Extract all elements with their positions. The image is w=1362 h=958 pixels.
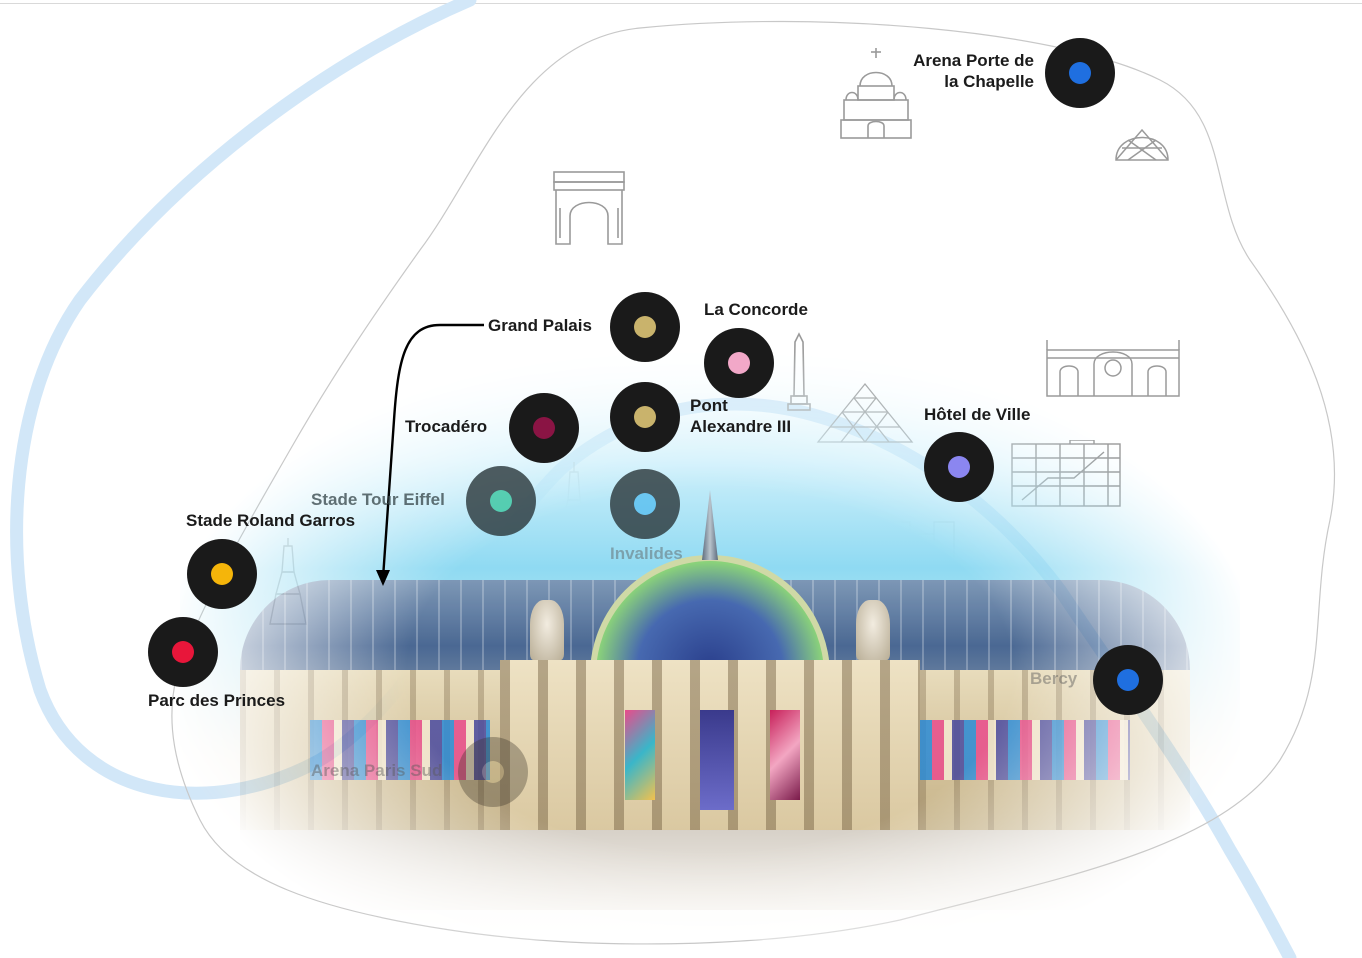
marker-grand-palais[interactable] (610, 292, 680, 362)
label-arena-paris-sud: Arena Paris Sud (311, 761, 443, 780)
top-divider (0, 3, 1362, 4)
label-stade-roland-garros: Stade Roland Garros (186, 511, 356, 530)
marker-core (482, 761, 504, 783)
marker-core (634, 493, 656, 515)
marker-pont-alexandre-iii[interactable] (610, 382, 680, 452)
label-trocadero: Trocadéro (405, 417, 488, 436)
geode-icon (1115, 128, 1169, 161)
marker-core (634, 406, 656, 428)
marker-parc-des-princes[interactable] (148, 617, 218, 687)
label-line: Pont (690, 396, 728, 415)
marker-core (211, 563, 233, 585)
label-la-concorde: La Concorde (704, 300, 808, 319)
label-line: Alexandre III (690, 417, 792, 436)
label-hotel-de-ville: Hôtel de Ville (924, 405, 1031, 424)
arc-de-triomphe-icon (553, 171, 625, 245)
grand-palais-photo (180, 340, 1240, 940)
sacre-coeur-icon (840, 48, 912, 139)
arrow-head (376, 570, 390, 586)
marker-core (490, 490, 512, 512)
label-line: Arena Porte de (913, 51, 1034, 70)
banner-row-left (310, 720, 490, 780)
marker-core (634, 316, 656, 338)
banner (700, 710, 734, 810)
marker-trocadero[interactable] (509, 393, 579, 463)
marker-stade-roland-garros[interactable] (187, 539, 257, 609)
marker-bercy[interactable] (1093, 645, 1163, 715)
marker-hotel-de-ville[interactable] (924, 432, 994, 502)
statue-right (856, 600, 890, 660)
marker-core (1069, 62, 1091, 84)
label-pont-alexandre-iii: Pont Alexandre III (690, 395, 791, 437)
banner (625, 710, 655, 800)
marker-stade-tour-eiffel[interactable] (466, 466, 536, 536)
marker-core (172, 641, 194, 663)
label-line: la Chapelle (944, 72, 1034, 91)
marker-core (948, 456, 970, 478)
arrow-line (381, 323, 484, 579)
label-arena-porte-chapelle: Arena Porte de la Chapelle (870, 50, 1034, 92)
forecourt (240, 830, 1190, 910)
label-parc-des-princes: Parc des Princes (148, 691, 286, 710)
statue-left (530, 600, 564, 660)
label-stade-tour-eiffel: Stade Tour Eiffel (311, 490, 445, 509)
label-bercy: Bercy (1030, 669, 1078, 688)
marker-core (728, 352, 750, 374)
banner-row-right (920, 720, 1130, 780)
marker-arena-paris-sud[interactable] (458, 737, 528, 807)
label-grand-palais: Grand Palais (488, 316, 592, 335)
marker-core (533, 417, 555, 439)
marker-core (1117, 669, 1139, 691)
label-invalides: Invalides (610, 544, 683, 563)
marker-la-concorde[interactable] (704, 328, 774, 398)
marker-arena-porte-chapelle[interactable] (1045, 38, 1115, 108)
marker-invalides[interactable] (610, 469, 680, 539)
banner (770, 710, 800, 800)
